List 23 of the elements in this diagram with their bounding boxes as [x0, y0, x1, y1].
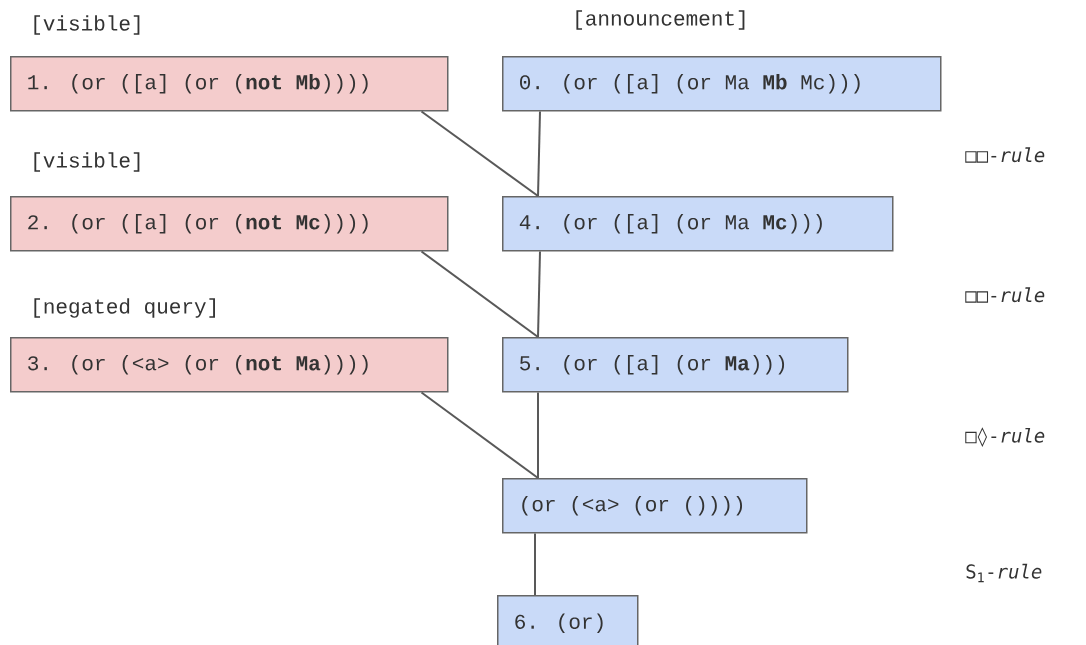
connector-line — [534, 532, 536, 596]
formula-box: (or (<a> (or ()))) — [502, 478, 808, 534]
connector-line — [420, 391, 539, 479]
formula-box: 1. (or ([a] (or (not Mb)))) — [10, 56, 449, 112]
connector-line — [537, 110, 541, 197]
formula-box: 6. (or) — [497, 595, 639, 645]
heading: [negated query] — [34, 298, 215, 318]
rule-label: □□-rule — [965, 147, 1045, 163]
heading: [announcement] — [576, 10, 745, 30]
connector-line — [420, 250, 539, 338]
formula-box: 3. (or (<a> (or (not Ma)))) — [10, 337, 449, 393]
connector-line — [537, 391, 539, 479]
rule-label: □□-rule — [965, 287, 1045, 303]
formula-box: 0. (or ([a] (or Ma Mb Mc))) — [502, 56, 942, 112]
rule-label: □◊-rule — [965, 427, 1045, 447]
heading: [visible] — [34, 152, 140, 172]
formula-box: 5. (or ([a] (or Ma))) — [502, 337, 849, 393]
rule-label: S$_{1}$-rule — [966, 563, 1042, 583]
heading: [visible] — [34, 15, 140, 35]
formula-box: 4. (or ([a] (or Ma Mc))) — [502, 196, 894, 252]
connector-line — [537, 250, 541, 338]
connector-line — [420, 110, 539, 197]
formula-box: 2. (or ([a] (or (not Mc)))) — [10, 196, 449, 252]
